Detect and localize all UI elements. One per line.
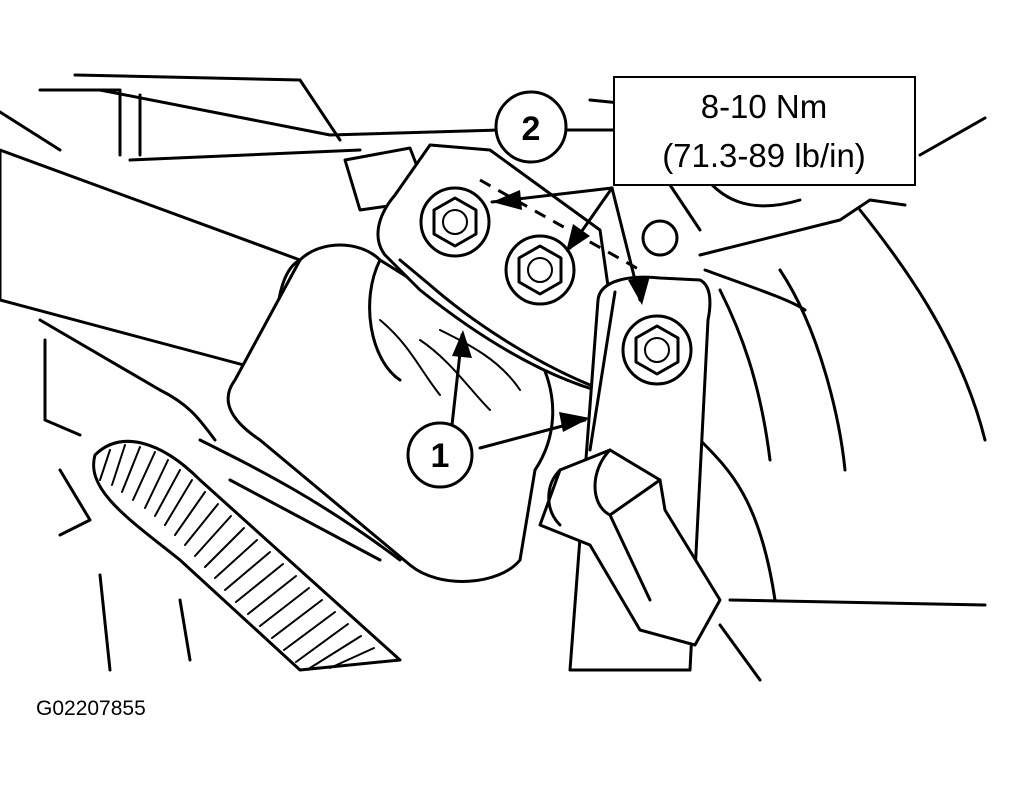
hex-fitting bbox=[538, 448, 722, 647]
torque-spec-line-2: (71.3-89 lb/in) bbox=[662, 137, 866, 174]
figure-id: G02207855 bbox=[36, 697, 146, 720]
callout-2-number: 2 bbox=[522, 110, 541, 148]
callout-2-circle bbox=[494, 90, 568, 164]
small-hole bbox=[641, 219, 679, 257]
callout-2-leaders bbox=[490, 128, 650, 305]
torque-spec-line-1: 8-10 Nm bbox=[701, 88, 828, 125]
torque-spec-box bbox=[613, 76, 916, 186]
bolt-middle bbox=[504, 234, 576, 306]
callout-1-number: 1 bbox=[431, 437, 450, 475]
lower-frame bbox=[38, 318, 382, 672]
callout-1-leaders bbox=[450, 330, 590, 450]
bolt-upper-left bbox=[419, 186, 491, 258]
callout-1-circle bbox=[406, 421, 474, 489]
corrugated-hose bbox=[92, 439, 402, 672]
bolt-alignment-dashed-line bbox=[479, 178, 641, 272]
bolt-right bbox=[621, 314, 693, 386]
